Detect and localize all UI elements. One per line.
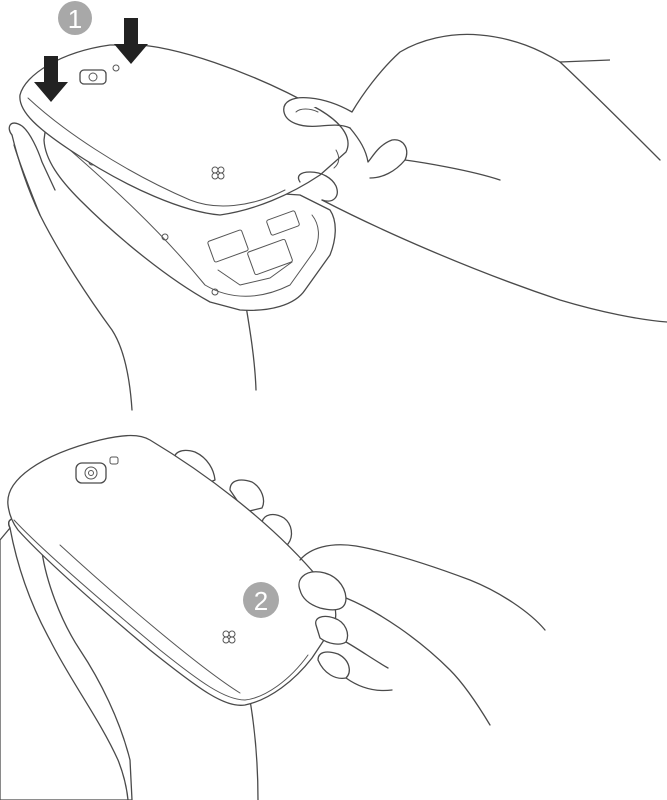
step-2-badge: 2 [243, 582, 279, 618]
step-2-number: 2 [254, 586, 268, 616]
step-1-number: 1 [68, 4, 82, 34]
camera-window [80, 70, 106, 84]
camera-window [76, 463, 106, 483]
panel-step-1: 1 [9, 1, 667, 410]
battery-cover-lifted [20, 45, 348, 215]
right-hand-1 [284, 34, 667, 322]
step-1-badge: 1 [58, 1, 92, 35]
panel-step-2: 2 [0, 436, 545, 800]
right-hand-2 [299, 545, 545, 725]
